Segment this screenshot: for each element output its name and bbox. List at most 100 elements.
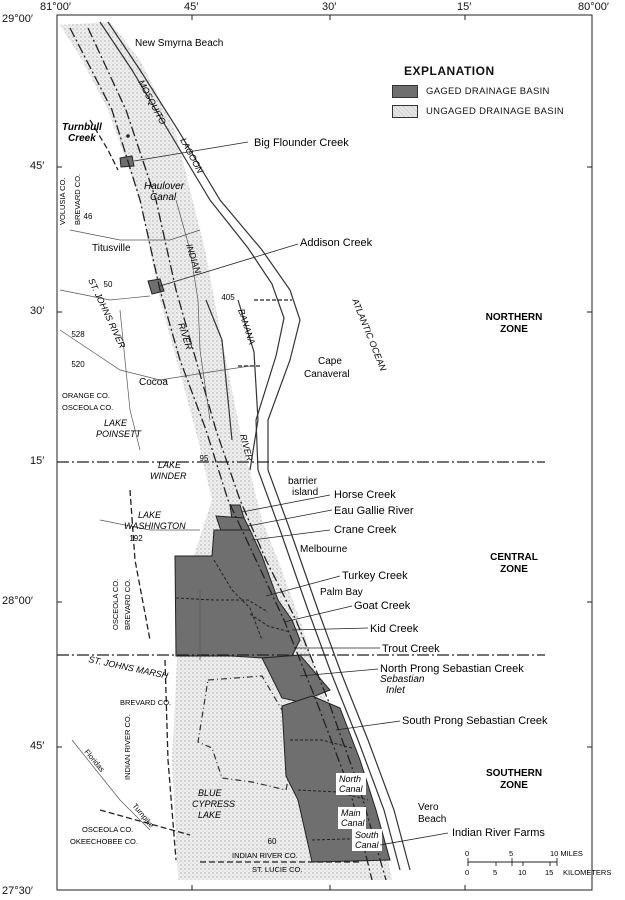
route-95: 95 bbox=[200, 454, 209, 463]
lon-label-81: 81°00′ bbox=[40, 1, 71, 13]
lat-label-28: 28°00′ bbox=[2, 595, 33, 607]
sebastian-label-1: Sebastian bbox=[380, 674, 425, 685]
indian-river-co-v-label: INDIAN RIVER CO. bbox=[123, 714, 132, 780]
scale-km-0: 0 bbox=[465, 868, 469, 877]
blue-cypress-3: LAKE bbox=[198, 810, 222, 820]
lake-poinsett-1: LAKE bbox=[104, 418, 128, 428]
callout-kid: Kid Creek bbox=[370, 623, 419, 635]
southern-zone-label-1: SOUTHERN bbox=[486, 768, 542, 779]
lon-label-15: 15′ bbox=[457, 1, 472, 13]
brevard-co-low-label: BREVARD CO. bbox=[120, 698, 171, 707]
legend-gaged: GAGED DRAINAGE BASIN bbox=[392, 85, 582, 98]
blue-cypress-1: BLUE bbox=[198, 788, 223, 798]
brevard-co-mid-label: BREVARD CO. bbox=[123, 579, 132, 630]
scale-bar bbox=[467, 858, 558, 866]
lake-winder-2: WINDER bbox=[150, 471, 187, 481]
central-zone-label-2: ZONE bbox=[500, 564, 528, 575]
north-canal-2: Canal bbox=[339, 784, 364, 794]
indian-river-co-h-label: INDIAN RIVER CO. bbox=[232, 851, 298, 860]
callout-addison: Addison Creek bbox=[300, 237, 373, 249]
northern-zone-label-1: NORTHERN bbox=[486, 312, 543, 323]
lat-label-45n: 45′ bbox=[30, 160, 45, 172]
haulover-label-1: Haulover bbox=[144, 181, 185, 192]
lon-label-80: 80°00′ bbox=[578, 1, 609, 13]
ungaged-swatch bbox=[392, 105, 418, 118]
callout-eau-gallie: Eau Gallie River bbox=[334, 505, 414, 517]
callout-turkey: Turkey Creek bbox=[342, 570, 408, 582]
floridas-turnpike-label-1: Floridas bbox=[82, 748, 106, 774]
lat-label-15: 15′ bbox=[30, 455, 45, 467]
callout-goat: Goat Creek bbox=[354, 600, 411, 612]
graticule-ticks bbox=[57, 15, 592, 890]
map-frame bbox=[56, 14, 593, 891]
legend-ungaged: UNGAGED DRAINAGE BASIN bbox=[392, 105, 582, 118]
lat-label-45s: 45′ bbox=[30, 740, 45, 752]
ungaged-marsh-basin bbox=[197, 675, 293, 791]
lon-label-30: 30′ bbox=[322, 1, 337, 13]
cape-label-2: Canaveral bbox=[304, 369, 350, 380]
barrier-label-1: barrier bbox=[288, 476, 318, 487]
new-smyrna-beach-label: New Smyrna Beach bbox=[135, 38, 223, 49]
haulover-label-2: Canal bbox=[150, 192, 177, 203]
vero-label-2: Beach bbox=[418, 814, 446, 825]
scale-km-unit: KILOMETERS bbox=[563, 868, 611, 877]
callout-leaders bbox=[133, 141, 449, 846]
orange-co-label: ORANGE CO. bbox=[62, 391, 110, 400]
south-canal-2: Canal bbox=[355, 840, 380, 850]
route-405: 405 bbox=[221, 293, 235, 302]
basin-big-flounder bbox=[119, 155, 135, 168]
gaged-swatch bbox=[392, 85, 418, 98]
callout-indian-river-farms: Indian River Farms bbox=[452, 827, 545, 839]
atlantic-label: ATLANTIC OCEAN bbox=[350, 296, 389, 373]
sebastian-label-2: Inlet bbox=[386, 685, 406, 696]
lake-poinsett-2: POINSETT bbox=[96, 429, 143, 439]
route-192: 192 bbox=[129, 534, 143, 543]
northern-zone-label-2: ZONE bbox=[500, 324, 528, 335]
palm-bay-label: Palm Bay bbox=[320, 587, 363, 598]
brevard-co-top-label: BREVARD CO. bbox=[73, 174, 82, 225]
turnbull-label-2: Creek bbox=[68, 133, 96, 144]
osceola-co-3-label: OSCEOLA CO. bbox=[82, 825, 133, 834]
boundary-lines bbox=[57, 27, 545, 881]
melbourne-label: Melbourne bbox=[300, 544, 348, 555]
scale-km-15: 15 bbox=[545, 868, 553, 877]
route-50: 50 bbox=[104, 280, 113, 289]
turnbull-point bbox=[126, 134, 130, 138]
scale-mi-10: 10 MILES bbox=[550, 849, 583, 858]
lake-winder-1: LAKE bbox=[158, 460, 182, 470]
lat-label-30: 30′ bbox=[30, 305, 45, 317]
volusia-co-label: VOLUSIA CO. bbox=[58, 177, 67, 225]
okeechobee-co-label: OKEECHOBEE CO. bbox=[70, 837, 138, 846]
scale-km-5: 5 bbox=[493, 868, 497, 877]
cape-label-1: Cape bbox=[318, 356, 342, 367]
callout-south-prong: South Prong Sebastian Creek bbox=[402, 715, 548, 727]
south-canal-1: South bbox=[355, 830, 379, 840]
lon-label-45: 45′ bbox=[184, 1, 199, 13]
legend-ungaged-label: UNGAGED DRAINAGE BASIN bbox=[426, 106, 565, 117]
cocoa-label: Cocoa bbox=[139, 377, 168, 388]
barrier-label-2: island bbox=[292, 487, 318, 498]
route-528: 528 bbox=[71, 330, 85, 339]
legend-gaged-label: GAGED DRAINAGE BASIN bbox=[426, 86, 550, 97]
north-canal-1: North bbox=[339, 774, 361, 784]
callout-horse: Horse Creek bbox=[334, 489, 396, 501]
osceola-co-2-label: OSCEOLA CO. bbox=[111, 579, 120, 630]
legend: EXPLANATION GAGED DRAINAGE BASIN UNGAGED… bbox=[392, 64, 582, 118]
lake-washington-1: LAKE bbox=[138, 510, 162, 520]
route-60: 60 bbox=[268, 837, 277, 846]
callout-trout: Trout Creek bbox=[382, 643, 440, 655]
central-zone-label-1: CENTRAL bbox=[490, 552, 538, 563]
banana-label: BANANA bbox=[236, 308, 257, 346]
scale-mi-0: 0 bbox=[465, 849, 469, 858]
st-johns-marsh-label: ST. JOHNS MARSH bbox=[88, 654, 170, 681]
lat-label-2730: 27°30′ bbox=[2, 885, 33, 897]
legend-title: EXPLANATION bbox=[404, 64, 495, 78]
scale-km-10: 10 bbox=[518, 868, 526, 877]
osceola-co-1-label: OSCEOLA CO. bbox=[62, 403, 113, 412]
callout-big-flounder: Big Flounder Creek bbox=[254, 137, 349, 149]
scale-mi-5: 5 bbox=[509, 849, 513, 858]
callout-crane: Crane Creek bbox=[334, 524, 397, 536]
blue-cypress-2: CYPRESS bbox=[192, 799, 235, 809]
main-canal-2: Canal bbox=[341, 818, 366, 828]
